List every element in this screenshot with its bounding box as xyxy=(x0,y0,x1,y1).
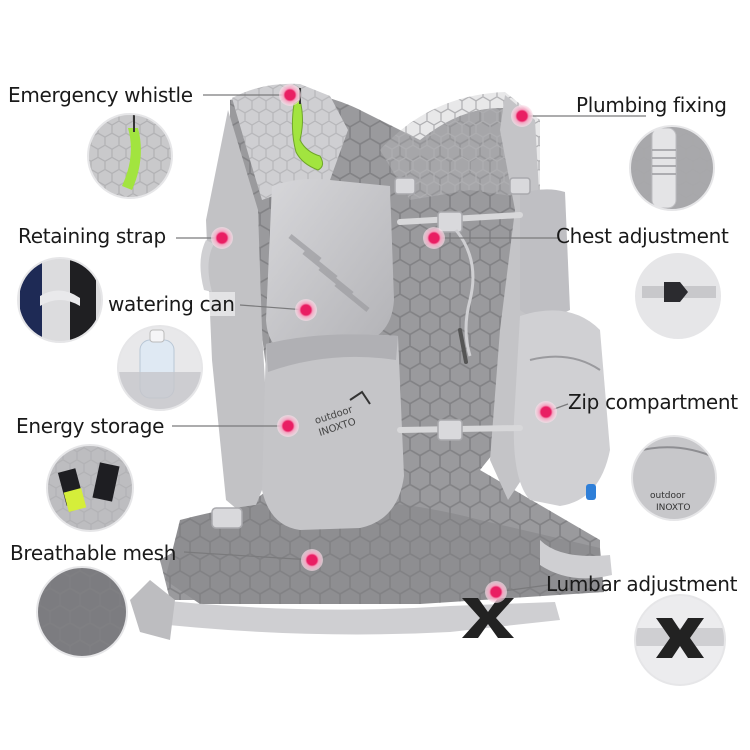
label-energy-storage: Energy storage xyxy=(16,414,165,438)
svg-text:outdoor: outdoor xyxy=(650,491,685,501)
hotspot-dots xyxy=(211,84,557,603)
whistle-detail-thumb xyxy=(88,114,172,198)
leader-lines xyxy=(172,94,646,593)
detail-thumbnails: outdoor INOXTO xyxy=(17,113,726,686)
label-plumbing-fixing: Plumbing fixing xyxy=(576,93,727,117)
vest-body: outdoor INOXTO xyxy=(130,83,612,640)
label-lumbar-adjustment: Lumbar adjustment xyxy=(546,572,738,596)
label-breathable-mesh: Breathable mesh xyxy=(10,541,177,565)
svg-text:INOXTO: INOXTO xyxy=(656,503,690,513)
label-retaining-strap: Retaining strap xyxy=(18,224,166,248)
label-watering-can: watering can xyxy=(108,292,235,316)
label-emergency-whistle: Emergency whistle xyxy=(8,83,193,107)
label-chest-adjustment: Chest adjustment xyxy=(556,224,729,248)
label-zip-compartment: Zip compartment xyxy=(568,390,738,414)
